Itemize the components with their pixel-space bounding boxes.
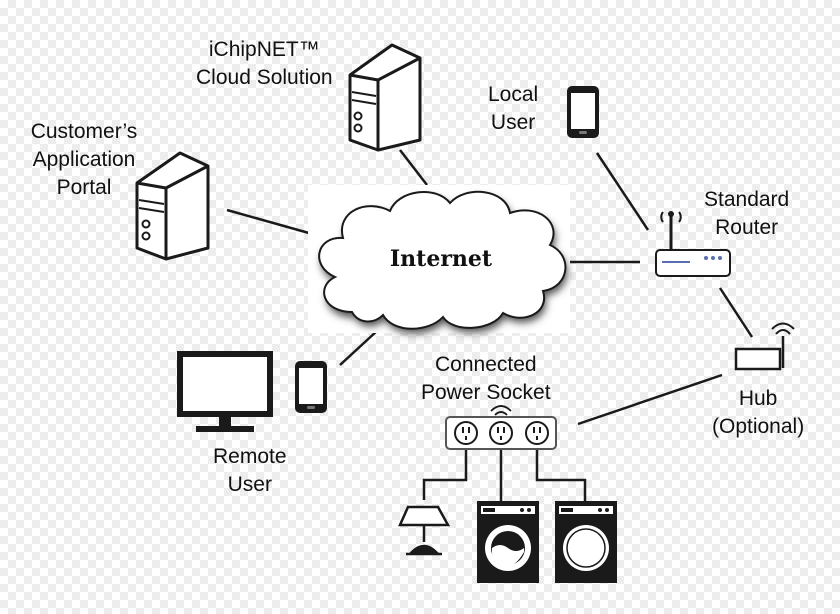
dryer-icon [555, 501, 617, 583]
router-label-line2: Router [715, 216, 779, 239]
hub-wifi-waves [771, 322, 795, 335]
line-internet-to-remote-user [339, 329, 379, 366]
hub-label-line2: (Optional) [712, 415, 805, 438]
customer-portal-server [135, 151, 210, 261]
cloud-solution-label-line1: iChipNET™ [208, 38, 320, 61]
line-customer-portal-to-internet [226, 208, 317, 237]
connection-lines [226, 149, 754, 505]
hub-label: Hub (Optional) [712, 385, 804, 441]
power-socket-label-line2: Power Socket [421, 381, 551, 404]
remote-user-label: Remote User [213, 443, 287, 499]
line-cloud-server-to-internet [399, 149, 428, 186]
monitor-icon [177, 351, 273, 432]
local-user-phone [567, 86, 599, 138]
router-label: Standard Router [704, 186, 789, 242]
line-socket-to-dryer [535, 448, 587, 505]
power-socket-label-line1: Connected [434, 353, 537, 376]
line-local-user-to-router [595, 152, 650, 231]
remote-user-phone [295, 361, 327, 413]
connected-power-socket [445, 405, 557, 450]
router-icon [655, 249, 731, 277]
router-label-line1: Standard [704, 188, 790, 211]
internet-label: Internet [390, 246, 493, 272]
customer-portal-label-line1: Customer’s [30, 120, 138, 143]
hub-device [734, 322, 795, 371]
cloud-solution-label: iChipNET™ Cloud Solution [196, 36, 333, 92]
internet-cloud: Internet [308, 185, 570, 334]
local-user-label: Local User [488, 81, 538, 137]
local-user-label-line2: User [490, 111, 536, 134]
customer-portal-label-line3: Portal [56, 176, 112, 199]
remote-user-label-line1: Remote [213, 445, 287, 468]
line-hub-to-power-socket [577, 373, 723, 426]
power-socket-label: Connected Power Socket [421, 351, 551, 407]
cloud-solution-server [348, 43, 422, 152]
local-user-label-line1: Local [488, 83, 539, 106]
cloud-solution-label-line2: Cloud Solution [196, 66, 333, 89]
hub-icon [734, 347, 782, 371]
washing-machine-icon [477, 501, 539, 583]
server-icon [135, 151, 210, 261]
cloud-icon [318, 190, 567, 330]
line-socket-to-lamp [422, 448, 468, 500]
server-icon [348, 43, 422, 152]
router-wifi-waves [660, 211, 682, 223]
lamp-icon [398, 505, 451, 556]
hub-label-line1: Hub [738, 387, 778, 410]
standard-router [655, 211, 731, 277]
power-strip-wifi [490, 405, 512, 416]
customer-portal-label: Customer’s Application Portal [20, 118, 148, 202]
remote-user-label-line2: User [227, 473, 272, 496]
line-router-to-hub [718, 287, 754, 338]
customer-portal-label-line2: Application [32, 148, 136, 171]
